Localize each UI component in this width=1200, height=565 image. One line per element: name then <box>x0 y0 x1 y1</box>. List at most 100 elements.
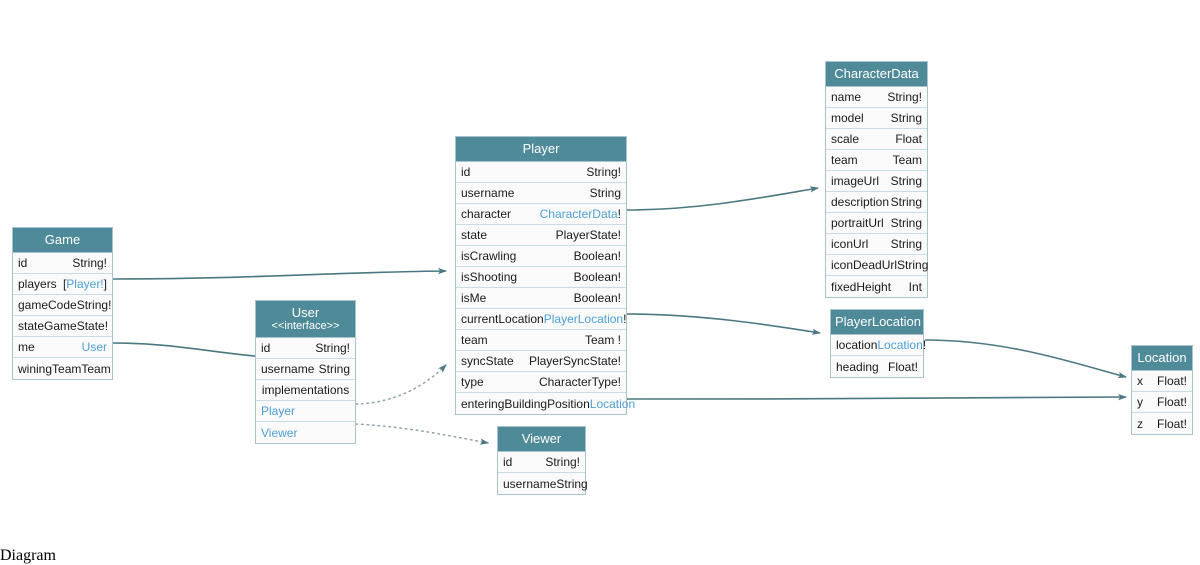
table-row[interactable]: isShooting Boolean! <box>456 267 626 288</box>
table-row[interactable]: description String <box>826 192 927 213</box>
field-name: y <box>1137 395 1143 409</box>
implementation-viewer[interactable]: Viewer <box>256 422 355 443</box>
field-type: Float! <box>887 359 918 374</box>
entity-player[interactable]: Player id String! username String charac… <box>455 136 635 415</box>
table-row[interactable]: model String <box>826 108 927 129</box>
field-name: heading <box>836 359 879 374</box>
edge-game-players-to-player <box>112 267 447 280</box>
field-name: portraitUrl <box>831 216 884 230</box>
entity-character-data-title: CharacterData <box>826 62 927 87</box>
field-name: id <box>18 256 28 270</box>
field-type[interactable]: CharacterData! <box>539 207 621 221</box>
table-row[interactable]: username String <box>256 359 355 380</box>
entity-character-data[interactable]: CharacterData name String! model String … <box>825 61 928 298</box>
field-name: id <box>261 341 271 355</box>
table-row[interactable]: y Float! <box>1132 392 1192 413</box>
field-type: GameState! <box>44 319 109 333</box>
field-type[interactable]: [Player!] <box>63 277 107 291</box>
implementation-player[interactable]: Player <box>256 401 355 422</box>
field-name: fixedHeight <box>831 279 892 294</box>
table-row[interactable]: id String! <box>13 253 112 274</box>
field-type: String <box>556 476 588 491</box>
field-type: Float <box>895 132 922 146</box>
field-name: iconUrl <box>831 237 869 251</box>
table-row[interactable]: iconUrl String <box>826 234 927 255</box>
field-type[interactable]: User <box>81 340 107 354</box>
field-type: PlayerSyncState! <box>528 354 621 368</box>
entity-location[interactable]: Location x Float! y Float! z Float! <box>1131 345 1193 435</box>
table-row[interactable]: username String <box>498 473 588 494</box>
table-row[interactable]: team Team <box>826 150 927 171</box>
table-row[interactable]: syncState PlayerSyncState! <box>456 351 626 372</box>
table-row[interactable]: character CharacterData! <box>456 204 626 225</box>
field-name: team <box>461 333 488 347</box>
table-row[interactable]: type CharacterType! <box>456 372 626 393</box>
field-name: z <box>1137 416 1143 431</box>
diagram-canvas: Game id String! players [Player!] gameCo… <box>12 61 1193 495</box>
table-row[interactable]: scale Float <box>826 129 927 150</box>
table-row[interactable]: location Location! <box>831 335 927 356</box>
table-row[interactable]: iconDeadUrl String <box>826 255 929 276</box>
table-row[interactable]: isMe Boolean! <box>456 288 626 309</box>
table-row[interactable]: heading Float! <box>831 356 923 377</box>
field-name: state <box>461 228 488 242</box>
field-name: imageUrl <box>831 174 880 188</box>
field-type: Boolean! <box>573 249 621 263</box>
field-type[interactable]: Location <box>589 396 636 411</box>
edge-player-enteringbuildingposition-to-location <box>626 393 1127 401</box>
field-type: String! <box>887 90 922 104</box>
table-row[interactable]: isCrawling Boolean! <box>456 246 626 267</box>
entity-viewer[interactable]: Viewer id String! username String <box>497 426 588 495</box>
non-null-marker: ! <box>623 312 627 326</box>
list-bracket-close: ] <box>103 277 107 291</box>
field-type[interactable]: Location! <box>877 338 927 352</box>
table-row[interactable]: name String! <box>826 87 927 108</box>
field-name: x <box>1137 374 1143 388</box>
table-row[interactable]: gameCode String! <box>13 295 112 316</box>
field-name: model <box>831 111 864 125</box>
table-row[interactable]: state GameState! <box>13 316 112 337</box>
table-row[interactable]: enteringBuildingPosition Location <box>456 393 635 414</box>
entity-user[interactable]: User <<interface>> id String! username S… <box>255 300 356 444</box>
table-row[interactable]: id String! <box>256 338 355 359</box>
table-row[interactable]: portraitUrl String <box>826 213 927 234</box>
table-row[interactable]: imageUrl String <box>826 171 927 192</box>
field-name: description <box>831 195 890 209</box>
field-type: Boolean! <box>573 270 621 284</box>
field-type: Float! <box>1156 416 1187 431</box>
entity-game[interactable]: Game id String! players [Player!] gameCo… <box>12 227 113 380</box>
implementation-name[interactable]: Player <box>261 404 296 418</box>
table-row[interactable]: state PlayerState! <box>456 225 626 246</box>
field-name: type <box>461 375 484 389</box>
table-row[interactable]: players [Player!] <box>13 274 112 295</box>
implementation-name[interactable]: Viewer <box>261 425 298 440</box>
entity-user-title: User <<interface>> <box>256 301 355 338</box>
field-type: String! <box>72 256 107 270</box>
list-inner-type[interactable]: Player! <box>66 277 104 291</box>
field-name: winingTeam <box>18 361 82 376</box>
table-row[interactable]: winingTeam Team <box>13 358 112 379</box>
table-row[interactable]: me User <box>13 337 112 358</box>
table-row[interactable]: team Team ! <box>456 330 626 351</box>
table-row[interactable]: fixedHeight Int <box>826 276 927 297</box>
field-type: String! <box>315 341 350 355</box>
table-row[interactable]: currentLocation PlayerLocation! <box>456 309 626 330</box>
field-name: character <box>461 207 512 221</box>
table-row[interactable]: id String! <box>456 162 626 183</box>
field-name: username <box>461 186 515 200</box>
field-type: String <box>890 111 922 125</box>
field-name: team <box>831 153 858 167</box>
entity-player-location[interactable]: PlayerLocation location Location! headin… <box>830 309 927 378</box>
field-name: me <box>18 340 35 354</box>
table-row[interactable]: x Float! <box>1132 371 1192 392</box>
field-type: PlayerState! <box>555 228 621 242</box>
field-type[interactable]: PlayerLocation! <box>543 312 627 326</box>
field-name: isShooting <box>461 270 518 284</box>
field-type: String <box>897 258 929 272</box>
field-name: id <box>461 165 471 179</box>
table-row[interactable]: id String! <box>498 452 585 473</box>
table-row[interactable]: z Float! <box>1132 413 1192 434</box>
field-type: String! <box>76 298 112 312</box>
table-row[interactable]: username String <box>456 183 626 204</box>
field-name: enteringBuildingPosition <box>461 396 590 411</box>
